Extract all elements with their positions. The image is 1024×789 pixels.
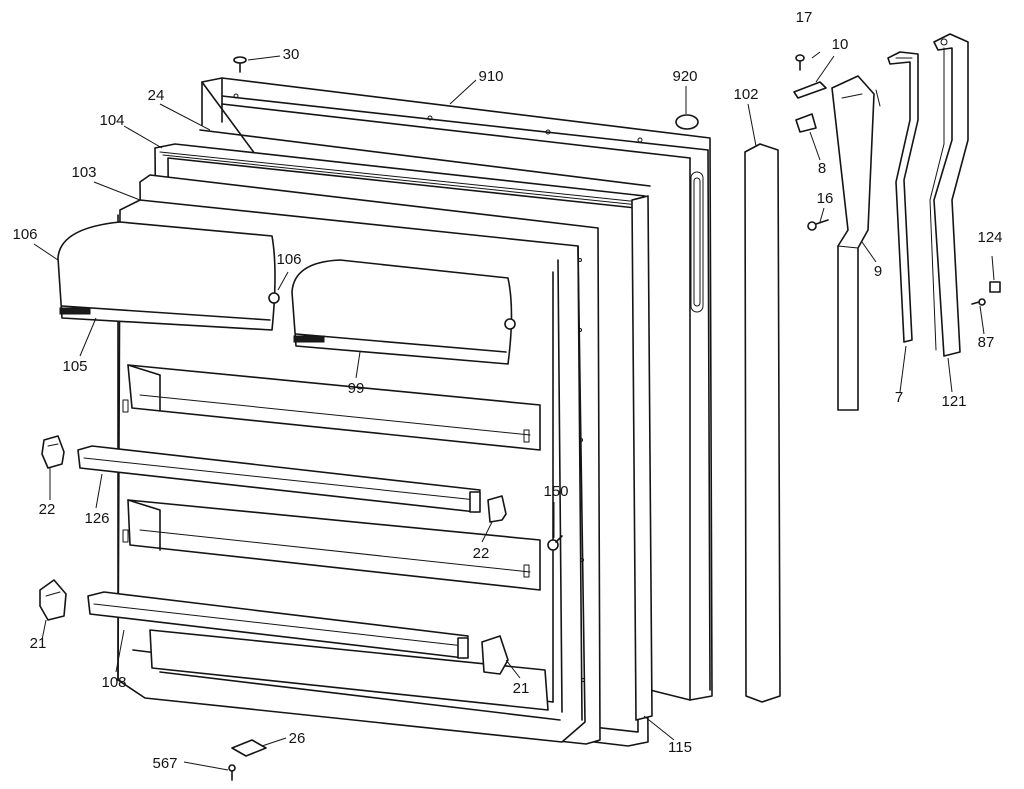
label-26: 26 bbox=[289, 730, 306, 747]
label-106-right: 106 bbox=[276, 251, 301, 268]
label-567: 567 bbox=[152, 755, 177, 772]
handle-7 bbox=[887, 51, 919, 343]
label-103: 103 bbox=[71, 164, 96, 181]
label-10: 10 bbox=[832, 36, 849, 53]
label-24: 24 bbox=[148, 87, 165, 104]
shelf-bar-lower bbox=[87, 591, 469, 659]
gasket-strip bbox=[199, 129, 651, 187]
hinge-pin-10 bbox=[793, 81, 827, 99]
plug-150 bbox=[547, 535, 563, 551]
shelf-bar-upper bbox=[77, 445, 481, 513]
trim-strip bbox=[631, 195, 653, 721]
handle-121 bbox=[929, 33, 969, 357]
callout-labels: 30 910 920 102 17 10 24 104 103 106 106 … bbox=[12, 9, 1002, 772]
label-108: 108 bbox=[101, 674, 126, 691]
plug-124 bbox=[989, 281, 1001, 293]
label-87: 87 bbox=[978, 334, 995, 351]
label-124: 124 bbox=[977, 229, 1002, 246]
label-910: 910 bbox=[478, 68, 503, 85]
label-106-left: 106 bbox=[12, 226, 37, 243]
label-22-left: 22 bbox=[39, 501, 56, 518]
handle-bracket bbox=[831, 75, 881, 411]
screw-30 bbox=[233, 56, 247, 73]
label-105: 105 bbox=[62, 358, 87, 375]
label-102: 102 bbox=[733, 86, 758, 103]
label-115: 115 bbox=[668, 739, 692, 756]
dairy-door-left bbox=[57, 221, 280, 331]
label-7: 7 bbox=[895, 389, 903, 406]
shelf-clip-right-21 bbox=[481, 635, 509, 675]
label-22-right: 22 bbox=[473, 545, 490, 562]
label-150: 150 bbox=[543, 483, 568, 500]
label-21-left: 21 bbox=[30, 635, 47, 652]
shelf-clip-right-22 bbox=[487, 495, 507, 523]
label-16: 16 bbox=[817, 190, 834, 207]
label-121: 121 bbox=[941, 393, 966, 410]
label-104: 104 bbox=[99, 112, 124, 129]
plug-button bbox=[675, 114, 699, 130]
screw-87 bbox=[971, 298, 986, 306]
hinge-cap-8 bbox=[795, 113, 817, 133]
leader-lines bbox=[33, 51, 995, 771]
screw-17 bbox=[795, 54, 805, 71]
dairy-door-right bbox=[291, 259, 516, 365]
shelf-clip-left-21 bbox=[39, 579, 67, 621]
shelf-clip-left-22 bbox=[41, 435, 65, 469]
label-8: 8 bbox=[818, 160, 826, 177]
label-99: 99 bbox=[348, 380, 365, 397]
screw-567 bbox=[228, 764, 236, 781]
door-handle-strip bbox=[744, 143, 781, 703]
label-920: 920 bbox=[672, 68, 697, 85]
label-17: 17 bbox=[796, 9, 813, 26]
screw-16 bbox=[807, 219, 829, 231]
label-21-right: 21 bbox=[513, 680, 530, 697]
label-126: 126 bbox=[84, 510, 109, 527]
hinge-plate bbox=[231, 739, 267, 757]
label-30: 30 bbox=[283, 46, 300, 63]
label-9: 9 bbox=[874, 263, 882, 280]
